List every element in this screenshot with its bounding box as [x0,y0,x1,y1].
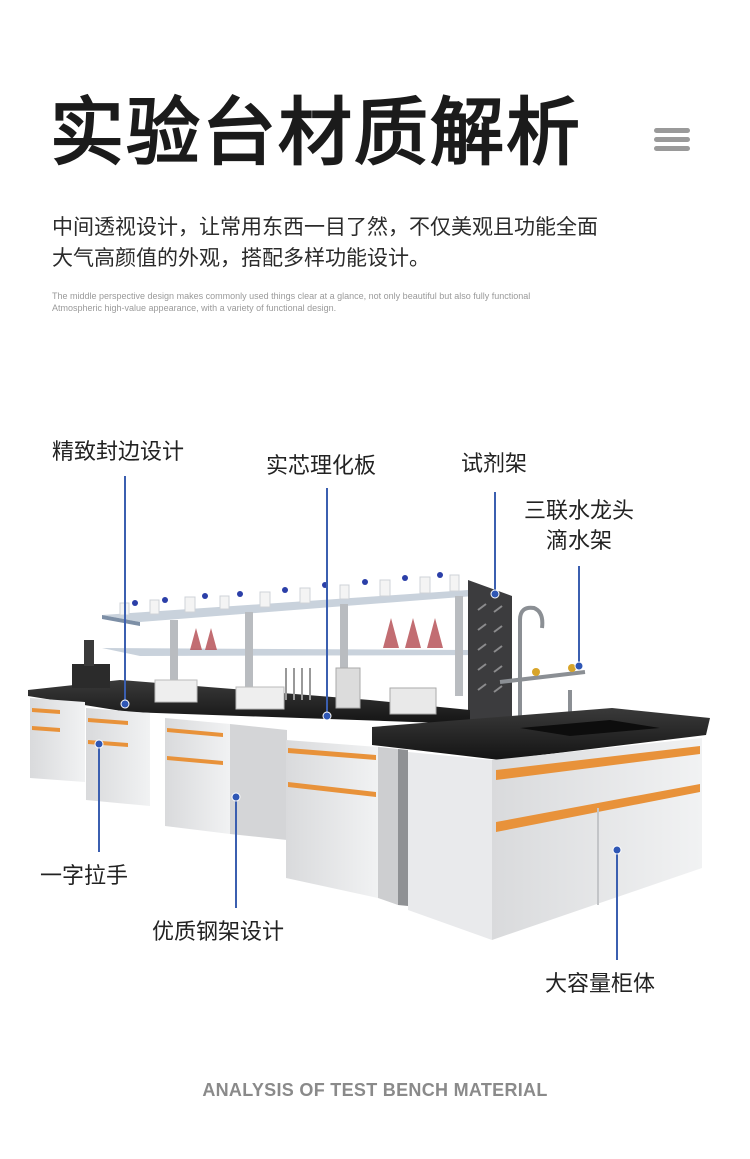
callout-board-label: 实芯理化板 [266,454,377,479]
callout-dot-handle [94,739,104,749]
instruments [72,640,437,715]
callout-dot-board [322,711,332,721]
drip-rack [468,580,512,725]
description: 中间透视设计，让常用东西一目了然，不仅美观且功能全面 大气高颜值的外观，搭配多样… [52,212,702,274]
sink-worktop [372,708,710,760]
callout-dot-reagent [490,589,500,599]
callout-edge-label: 精致封边设计 [52,440,185,465]
left-cabinets [30,698,408,906]
reagent-shelf [102,572,500,696]
sink-cabinet [408,738,702,940]
callout-handle-label: 一字拉手 [40,864,129,889]
callout-faucet-label: 三联水龙头 滴水架 [520,497,638,557]
callout-reagent-label: 试剂架 [461,452,528,477]
faucet [499,605,586,720]
description-en-line-1: The middle perspective design makes comm… [52,291,531,301]
callout-dot-edge [120,699,130,709]
callout-dot-cabinet [612,845,622,855]
menu-icon[interactable] [654,128,690,152]
callout-faucet-line-1: 三联水龙头 [523,499,634,524]
page-title: 实验台材质解析 [50,90,582,176]
callout-cabinet-label: 大容量柜体 [545,972,656,997]
callout-steel-label: 优质钢架设计 [152,920,285,945]
callout-faucet-line-2: 滴水架 [545,529,612,554]
callout-dot-steel [231,792,241,802]
description-line-1: 中间透视设计，让常用东西一目了然，不仅美观且功能全面 [52,215,598,239]
description-en-line-2: Atmospheric high-value appearance, with … [52,303,337,313]
description-line-2: 大气高颜值的外观，搭配多样功能设计。 [52,246,430,270]
callout-dot-faucet [574,661,584,671]
description-en: The middle perspective design makes comm… [52,290,672,314]
footer-title: ANALYSIS OF TEST BENCH MATERIAL [202,1080,548,1100]
